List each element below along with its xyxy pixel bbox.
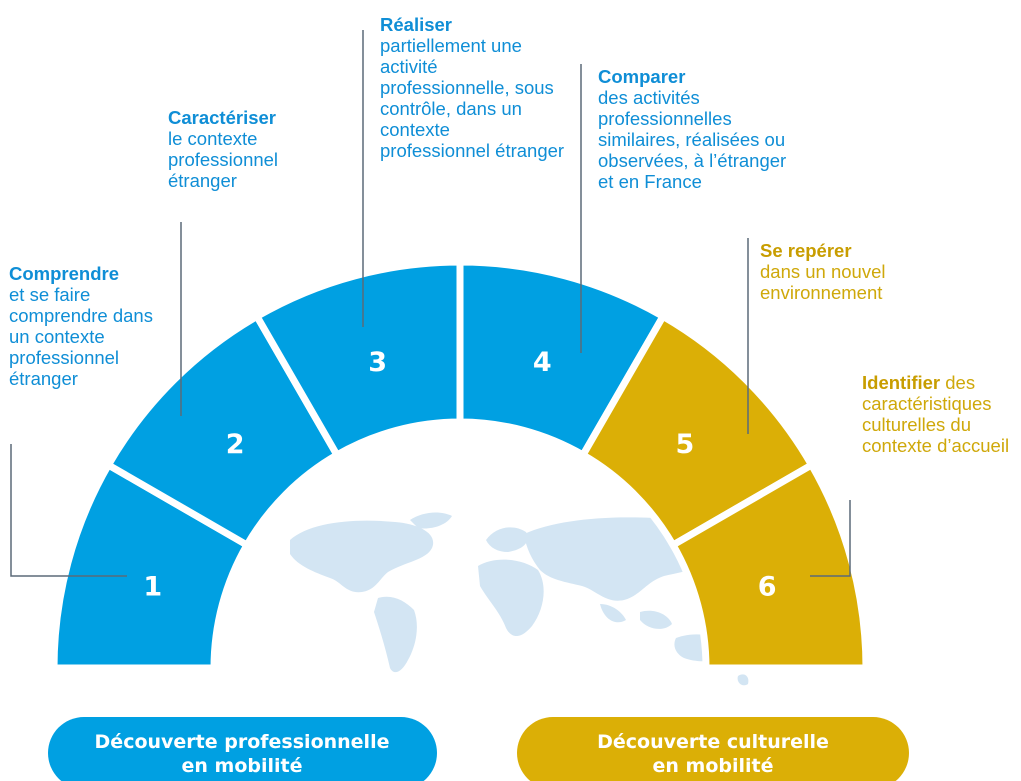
label-head: Se repérer <box>760 240 852 261</box>
cultural-pill-line2: en mobilité <box>653 755 774 777</box>
connector-line-1 <box>10 444 127 577</box>
connector-lines <box>10 30 851 577</box>
segment-6-shape <box>668 460 870 672</box>
segment-4-number: 4 <box>533 347 552 378</box>
connector-line-6 <box>810 500 851 577</box>
professional-pill: Découverte professionnelle en mobilité <box>48 717 437 781</box>
label-text: et se faire comprendre dans un contexte … <box>9 284 153 389</box>
segment-2-number: 2 <box>226 429 245 460</box>
label-text: des activités professionnelles similaire… <box>598 87 787 192</box>
professional-pill-line1: Découverte professionnelle <box>95 731 390 753</box>
label-head: Comprendre <box>9 263 119 284</box>
label-comparer: Comparer des activités professionnelles … <box>598 66 788 192</box>
label-realiser: Réaliser partiellement une activité prof… <box>380 14 565 161</box>
label-caracteriser: Caractériser le contexte professionnel é… <box>168 107 328 191</box>
cultural-pill-line1: Découverte culturelle <box>597 731 829 753</box>
label-head: Identifier <box>862 372 941 393</box>
label-se-reperer: Se repérer dans un nouvel environnement <box>760 240 920 303</box>
segment-3-number: 3 <box>368 347 387 378</box>
label-head: Réaliser <box>380 14 452 35</box>
label-text: partiellement une activité professionnel… <box>380 35 565 161</box>
label-head: Comparer <box>598 66 686 87</box>
segment-6: 6 <box>668 460 870 672</box>
label-head: Caractériser <box>168 107 276 128</box>
label-comprendre: Comprendre et se faire comprendre dans u… <box>9 263 159 389</box>
label-text: dans un nouvel environnement <box>760 261 886 303</box>
segment-6-number: 6 <box>758 572 777 603</box>
label-text: des caractéristiques culturelles du cont… <box>862 372 1010 456</box>
segment-5-number: 5 <box>675 429 694 460</box>
segment-1-number: 1 <box>143 572 162 603</box>
label-text: le contexte professionnel étranger <box>168 128 279 191</box>
professional-pill-line2: en mobilité <box>182 755 303 777</box>
label-identifier: Identifier des caractéristiques culturel… <box>862 372 1020 456</box>
cultural-pill: Découverte culturelle en mobilité <box>517 717 909 781</box>
